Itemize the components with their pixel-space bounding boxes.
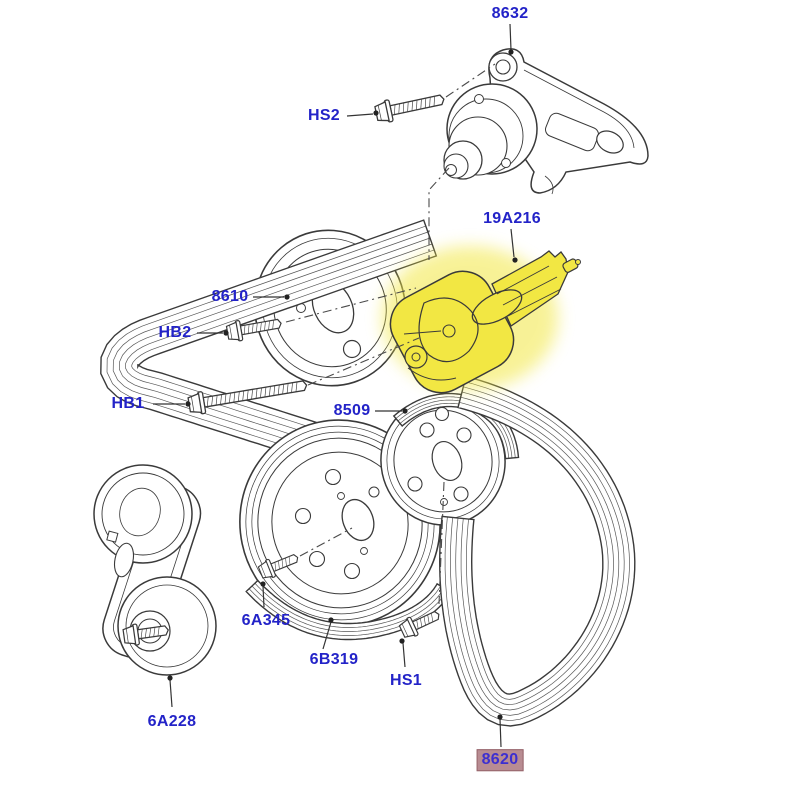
idler-pulley-drawing	[380, 396, 506, 526]
part-label-8610[interactable]: 8610	[211, 288, 249, 306]
part-label-hb1[interactable]: HB1	[111, 395, 145, 413]
part-label-hs1[interactable]: HS1	[389, 672, 423, 690]
part-label-6b319[interactable]: 6B319	[309, 651, 359, 669]
part-label-6a345[interactable]: 6A345	[241, 612, 291, 630]
serpentine-belt-right-loop	[438, 375, 636, 727]
part-label-8509[interactable]: 8509	[333, 402, 371, 420]
fan-coupling-drawing[interactable]	[380, 246, 581, 403]
part-label-hb2[interactable]: HB2	[158, 324, 192, 342]
belt-tensioner-drawing	[93, 464, 217, 676]
belt-wrap-crank-pulley	[245, 579, 452, 641]
part-label-hs2[interactable]: HS2	[307, 107, 341, 125]
leader-lines	[153, 23, 518, 748]
centerline-axes	[285, 63, 496, 605]
bolts-drawing	[122, 94, 445, 646]
part-label-8632[interactable]: 8632	[491, 5, 529, 23]
water-pump-bracket-drawing	[443, 48, 649, 195]
part-label-19a216[interactable]: 19A216	[483, 210, 541, 228]
part-label-6a228[interactable]: 6A228	[147, 713, 197, 731]
part-label-8620[interactable]: 8620	[476, 749, 524, 771]
